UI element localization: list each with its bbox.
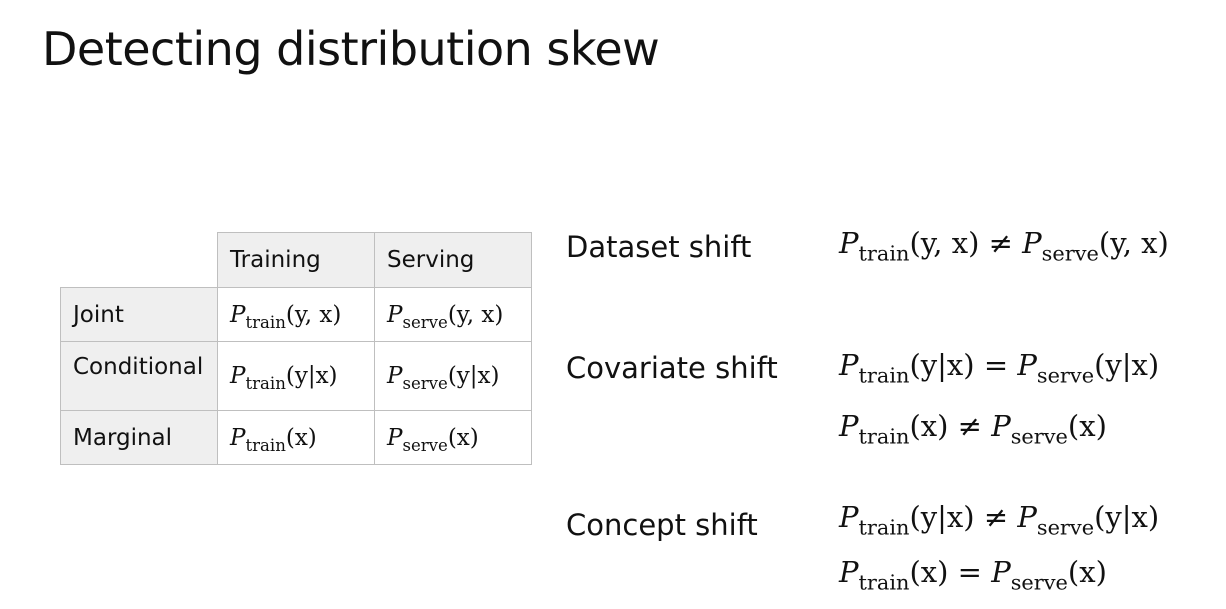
formula: Pserve(y, x) xyxy=(387,301,504,332)
cell-conditional-serving: Pserve(y|x) xyxy=(374,341,532,411)
dataset-shift-label: Dataset shift xyxy=(566,230,752,264)
formula: Ptrain(x) xyxy=(230,424,317,455)
table-row: Marginal Ptrain(x) Pserve(x) xyxy=(60,410,532,465)
formula: Ptrain(y|x) xyxy=(230,363,338,393)
row-header-marginal: Marginal xyxy=(60,410,218,465)
table-row: Conditional Ptrain(y|x) Pserve(y|x) xyxy=(60,341,532,411)
table-row: Joint Ptrain(y, x) Pserve(y, x) xyxy=(60,287,532,342)
concept-shift-label: Concept shift xyxy=(566,508,758,542)
row-header-conditional: Conditional xyxy=(60,341,218,411)
cell-marginal-training: Ptrain(x) xyxy=(217,410,375,465)
covariate-shift-equation-2: Ptrain(x) ≠ Pserve(x) xyxy=(839,409,1107,449)
row-header-joint: Joint xyxy=(60,287,218,342)
concept-shift-equation-1: Ptrain(y|x) ≠ Pserve(y|x) xyxy=(839,500,1160,540)
dataset-shift-equation: Ptrain(y, x) ≠ Pserve(y, x) xyxy=(839,226,1169,266)
table-corner-cell xyxy=(60,232,218,288)
cell-joint-training: Ptrain(y, x) xyxy=(217,287,375,342)
distribution-table: Training Serving Joint Ptrain(y, x) Pser… xyxy=(60,232,532,465)
formula: Pserve(x) xyxy=(387,424,479,455)
concept-shift-equation-2: Ptrain(x) = Pserve(x) xyxy=(839,555,1107,595)
table-header-row: Training Serving xyxy=(60,232,532,288)
cell-joint-serving: Pserve(y, x) xyxy=(374,287,532,342)
cell-conditional-training: Ptrain(y|x) xyxy=(217,341,375,411)
cell-marginal-serving: Pserve(x) xyxy=(374,410,532,465)
formula: Ptrain(y, x) xyxy=(230,301,342,332)
covariate-shift-label: Covariate shift xyxy=(566,351,778,385)
page-title: Detecting distribution skew xyxy=(42,22,660,76)
column-header-serving: Serving xyxy=(374,232,532,288)
column-header-training: Training xyxy=(217,232,375,288)
formula: Pserve(y|x) xyxy=(387,363,500,393)
covariate-shift-equation-1: Ptrain(y|x) = Pserve(y|x) xyxy=(839,348,1160,388)
